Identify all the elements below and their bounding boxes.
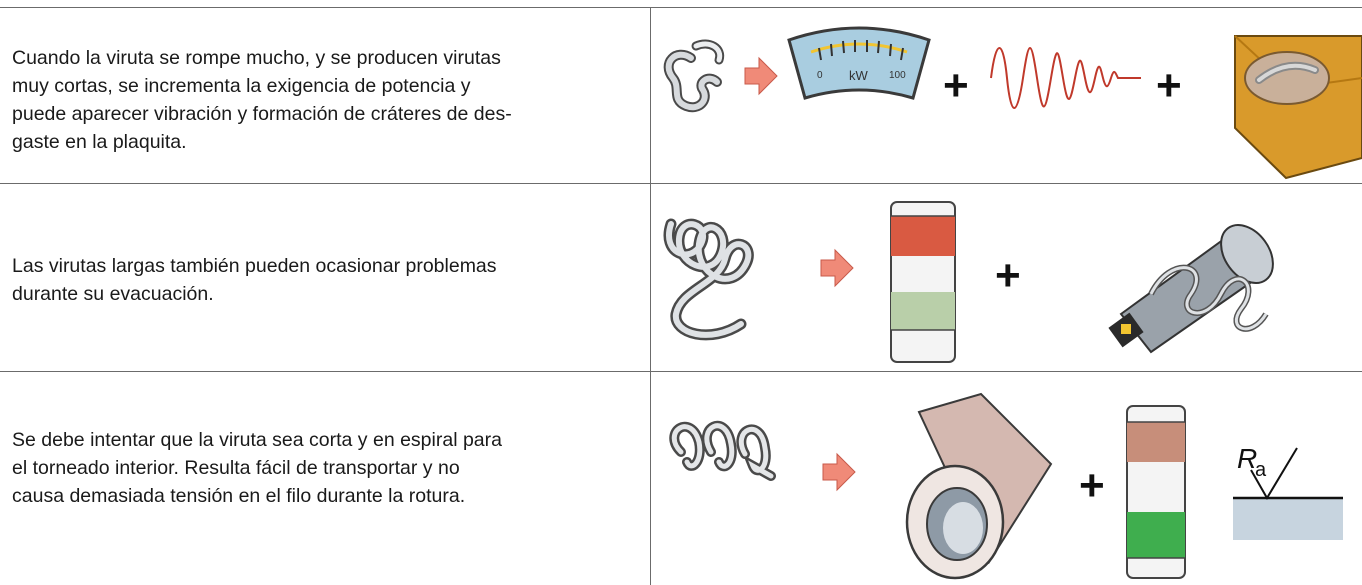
long-chip-icon	[663, 218, 754, 341]
row-long-chips: Las virutas largas también pueden ocasio…	[0, 184, 1362, 371]
spiral-chip-figure: + R a	[669, 392, 1343, 580]
plus-sign: +	[1079, 461, 1105, 510]
row-figure: +	[651, 184, 1362, 371]
arrow-icon	[820, 248, 854, 288]
power-gauge-icon: 0 kW 100	[787, 26, 931, 100]
gauge-min-label: 0	[817, 70, 823, 81]
coolant-column-icon	[1126, 405, 1186, 579]
row-text: Las virutas largas también pueden ocasio…	[12, 255, 497, 305]
spiral-chip-icon	[669, 420, 776, 481]
row-text: Se debe intentar que la viruta sea corta…	[12, 429, 502, 507]
gauge-unit-label: kW	[849, 68, 869, 83]
plus-sign: +	[943, 61, 969, 110]
arrow-icon	[822, 452, 856, 492]
worn-insert-icon	[1234, 35, 1362, 180]
roughness-subscript: a	[1255, 459, 1267, 481]
plus-sign: +	[995, 251, 1021, 300]
tube-icon	[905, 392, 1053, 580]
row-short-chips: Cuando la viruta se rompe mucho, y se pr…	[0, 8, 1362, 183]
long-chip-figure: +	[663, 201, 1274, 363]
column-divider	[650, 7, 651, 585]
boring-bar-icon	[1108, 224, 1274, 354]
arrow-icon	[744, 56, 778, 96]
row-divider	[0, 371, 1362, 372]
row-figure: 0 kW 100 + +	[651, 8, 1362, 183]
row-divider	[0, 183, 1362, 184]
roughness-symbol: R	[1237, 443, 1257, 474]
surface-roughness-icon: R a	[1233, 443, 1343, 540]
plus-sign: +	[1156, 61, 1182, 110]
gauge-max-label: 100	[889, 70, 906, 81]
row-spiral-chips: Se debe intentar que la viruta sea corta…	[0, 372, 1362, 585]
row-text: Cuando la viruta se rompe mucho, y se pr…	[12, 47, 512, 153]
short-chip-figure: 0 kW 100 + +	[663, 26, 1362, 180]
vibration-wave-icon	[990, 47, 1141, 109]
row-figure: + R a	[651, 372, 1362, 585]
short-chip-icon	[663, 39, 725, 113]
top-rule	[0, 7, 1362, 8]
coolant-column-icon	[890, 201, 956, 363]
